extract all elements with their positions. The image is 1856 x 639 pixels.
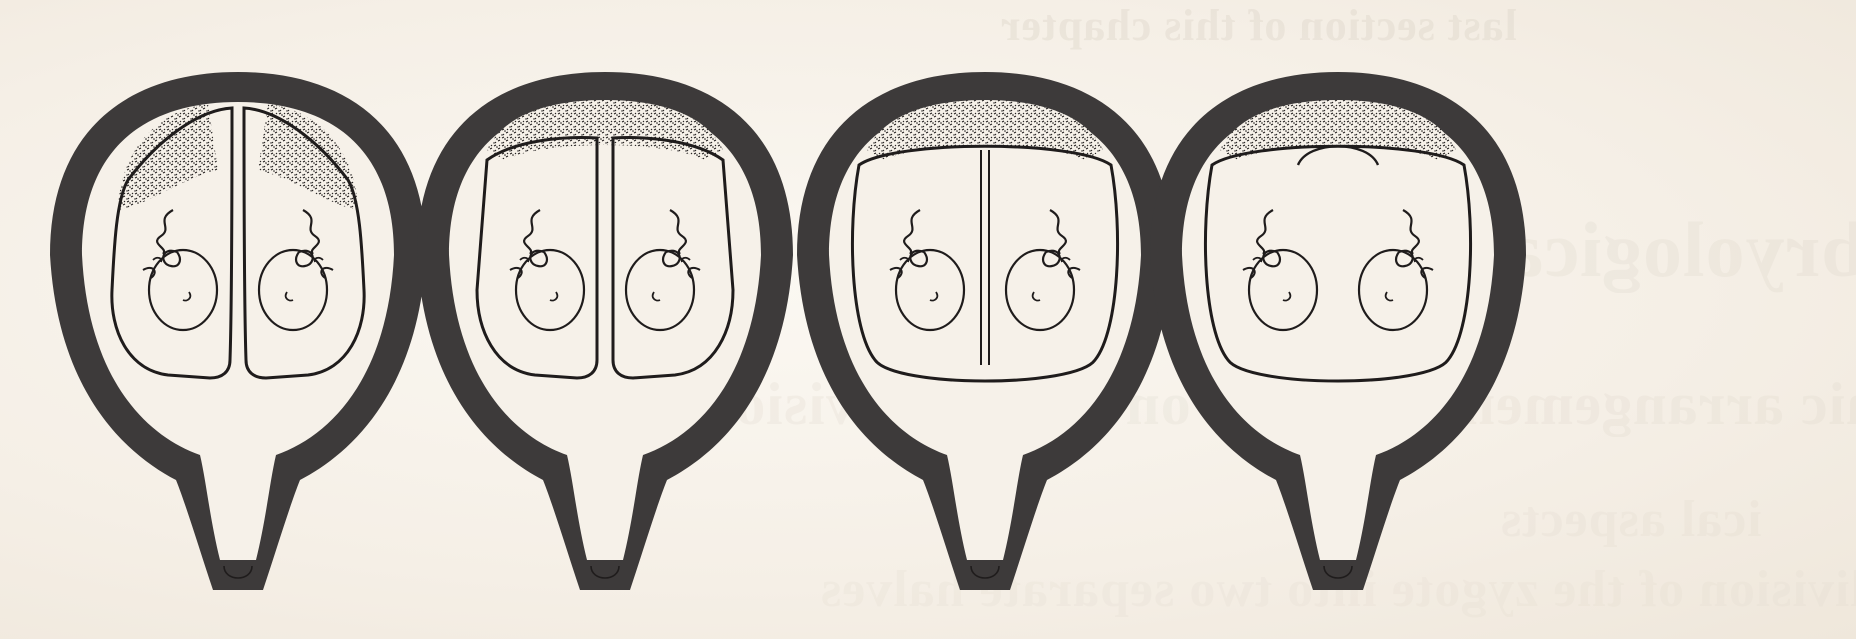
uterine-cavity: [1182, 102, 1494, 560]
panel-dichorionic-fused: [417, 72, 793, 590]
panel-monochorionic-diamniotic: [797, 72, 1173, 590]
panel-monochorionic-monoamniotic: [1150, 72, 1526, 590]
uterine-cavity: [829, 102, 1141, 560]
uterine-cavity: [449, 102, 761, 560]
panel-dichorionic-separate: [50, 72, 426, 590]
